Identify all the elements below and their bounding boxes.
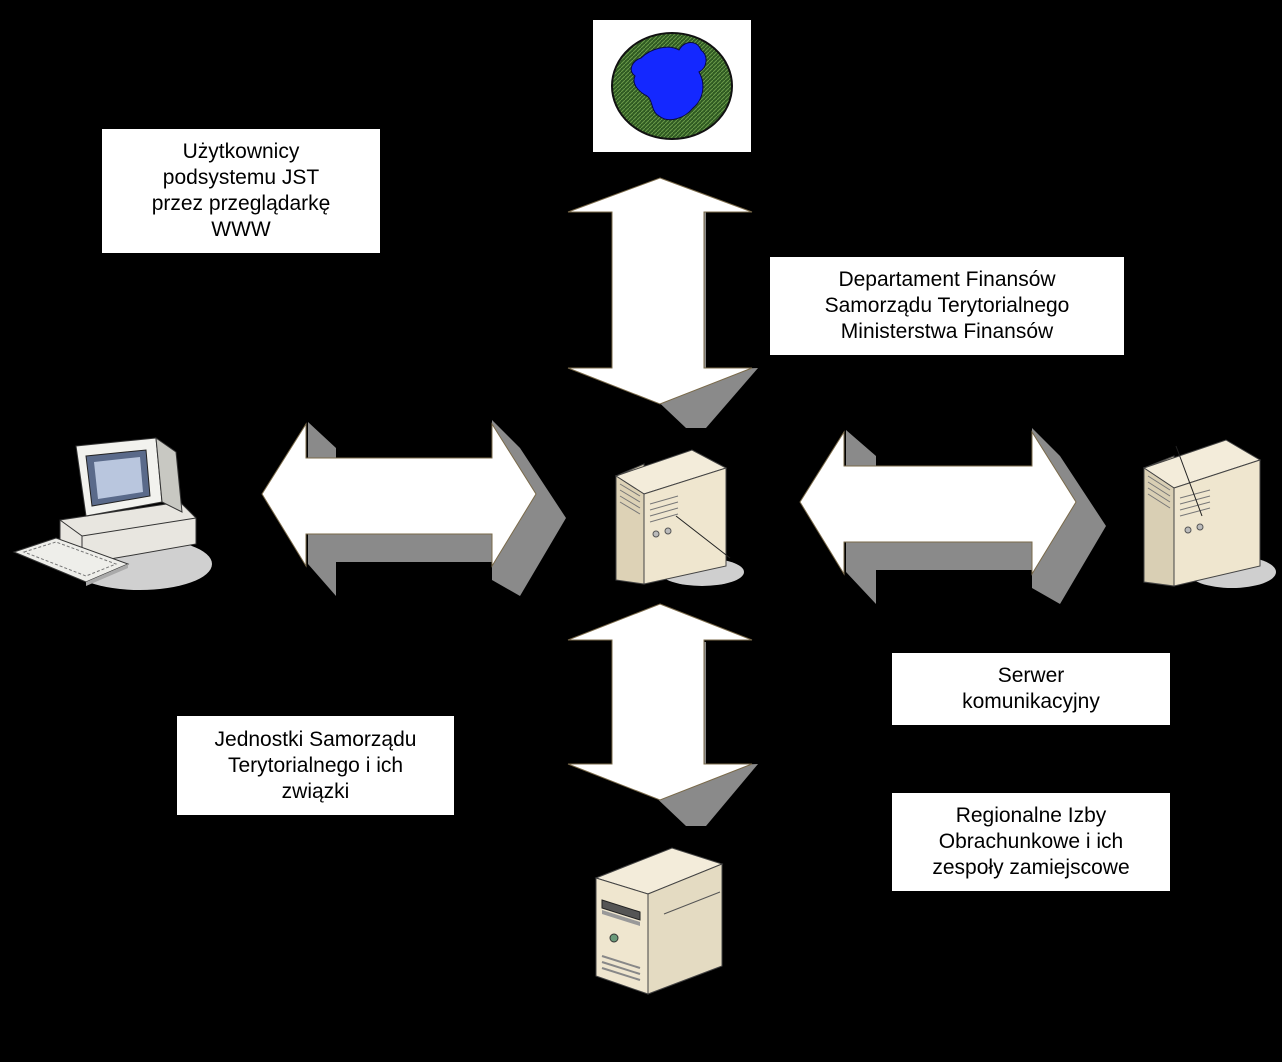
arrow-server-to-comm-server xyxy=(799,428,1106,604)
label-ministry-line-1: Departament Finansów xyxy=(838,268,1056,291)
globe-icon xyxy=(611,32,733,140)
label-rio-line-1: Regionalne Izby xyxy=(955,804,1107,827)
arrow-server-to-local-units xyxy=(567,603,758,826)
desktop-server-icon xyxy=(594,847,724,995)
tower-server-icon xyxy=(1142,439,1276,588)
label-local-units-line-1: Jednostki Samorządu xyxy=(214,727,417,751)
arrow-server-to-ministry xyxy=(567,177,758,428)
label-web-users: Użytkownicy podsystemu JST przez przeglą… xyxy=(102,129,380,253)
label-web-users-line-1: Użytkownicy xyxy=(182,140,300,163)
label-local-units: Jednostki Samorządu Terytorialnego i ich… xyxy=(177,716,454,815)
label-ministry: Departament Finansów Samorządu Terytoria… xyxy=(770,257,1124,355)
label-local-units-line-2: Terytorialnego i ich xyxy=(227,753,404,777)
label-web-users-line-3: przez przeglądarkę xyxy=(151,192,331,215)
label-rio: Regionalne Izby Obrachunkowe i ich zespo… xyxy=(892,793,1170,891)
globe-node xyxy=(593,20,751,152)
label-rio-line-3: zespoły zamiejscowe xyxy=(932,856,1130,879)
label-web-users-line-4: WWW xyxy=(211,218,271,241)
label-ministry-line-2: Samorządu Terytorialnego xyxy=(824,294,1070,317)
label-comm-server-line-2: komunikacyjny xyxy=(962,690,1100,713)
label-comm-server: Serwer komunikacyjny xyxy=(892,653,1170,725)
label-comm-server-line-1: Serwer xyxy=(997,664,1065,687)
label-rio-line-2: Obrachunkowe i ich xyxy=(938,830,1124,853)
label-ministry-line-3: Ministerstwa Finansów xyxy=(840,320,1054,343)
label-local-units-line-3: związki xyxy=(281,779,350,803)
workstation-icon xyxy=(12,436,212,590)
server-icon xyxy=(614,449,744,586)
label-web-users-line-2: podsystemu JST xyxy=(162,166,320,189)
arrow-workstation-to-server xyxy=(261,420,566,596)
